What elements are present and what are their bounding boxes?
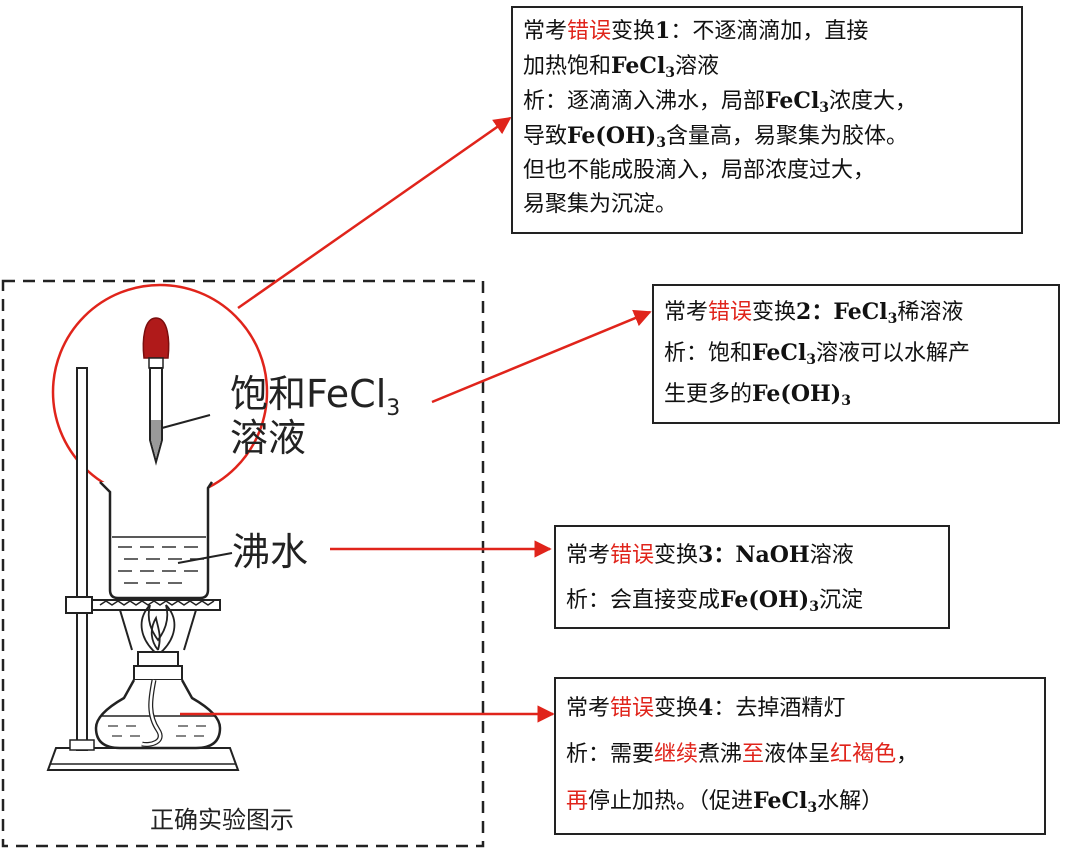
- flame: [140, 604, 176, 657]
- water-pointer: [177, 552, 233, 564]
- box3-line2: 析：会直接变成Fe(OH)3沉淀: [566, 587, 863, 615]
- error-box-4: 常考错误变换4：去掉酒精灯 析：需要继续煮沸至液体呈红褐色， 再停止加热。（促进…: [554, 677, 1046, 835]
- water-label: 沸水: [232, 530, 309, 574]
- reagent-label: 饱和FeCl3 溶液: [230, 372, 400, 460]
- dropper: [142, 317, 211, 466]
- box1-line3: 析：逐滴滴入沸水，局部FeCl3浓度大，: [523, 88, 918, 116]
- beaker: [99, 481, 214, 600]
- box2-line2: 析：饱和FeCl3溶液可以水解产: [664, 340, 971, 368]
- arrow-to-box1: [237, 116, 512, 310]
- error-box-3: 常考错误变换3：NaOH溶液 析：会直接变成Fe(OH)3沉淀: [554, 525, 950, 629]
- box2-line3: 生更多的Fe(OH)3: [664, 381, 851, 409]
- box3-title: 常考错误变换3：NaOH溶液: [566, 542, 854, 568]
- reagent-label-line2: 溶液: [230, 416, 307, 460]
- clamp-and-gauze: [65, 596, 221, 651]
- error-box-1: 常考错误变换1：不逐滴滴加，直接 加热饱和FeCl3溶液 析：逐滴滴入沸水，局部…: [511, 6, 1023, 234]
- alcohol-lamp: [94, 651, 222, 750]
- iron-stand: [46, 367, 240, 771]
- box2-title: 常考错误变换2：FeCl3稀溶液: [664, 299, 964, 327]
- box4-title: 常考错误变换4：去掉酒精灯: [566, 695, 846, 721]
- box1-line2: 加热饱和FeCl3溶液: [523, 53, 720, 81]
- box4-line2: 析：需要继续煮沸至液体呈红褐色，: [566, 742, 919, 767]
- box1-line4: 导致Fe(OH)3含量高，易聚集为胶体。: [523, 123, 908, 151]
- box1-line5: 但也不能成股滴入，局部浓度过大，: [523, 158, 876, 183]
- box4-line3: 再停止加热。（促进FeCl3水解）: [566, 788, 884, 816]
- reagent-label-line1: 饱和FeCl3: [230, 372, 401, 421]
- diagram-caption: 正确实验图示: [150, 806, 294, 834]
- box1-line6: 易聚集为沉淀。: [523, 192, 678, 217]
- box1-title: 常考错误变换1：不逐滴滴加，直接: [523, 18, 869, 44]
- error-box-2: 常考错误变换2：FeCl3稀溶液 析：饱和FeCl3溶液可以水解产 生更多的Fe…: [652, 284, 1060, 424]
- dashed-frame: [1, 279, 485, 848]
- arrow-to-box2: [431, 309, 652, 404]
